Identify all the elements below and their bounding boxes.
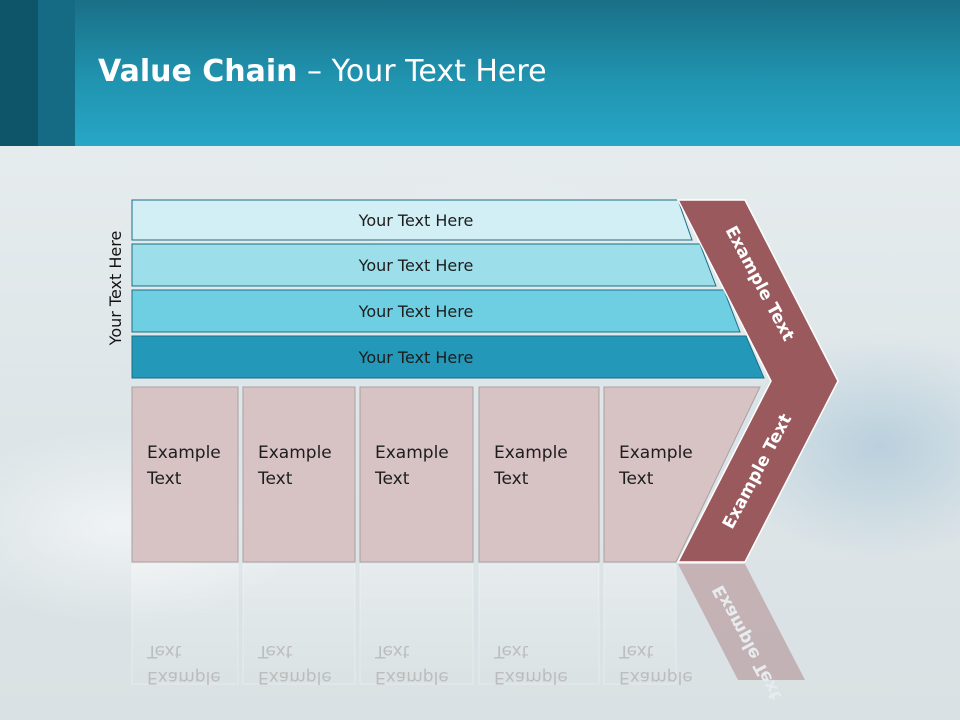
activity-box-1 [131, 386, 239, 563]
reflection-text-5-line1: Example [619, 667, 693, 687]
row-label-2: Your Text Here [358, 256, 474, 275]
row-label-3: Your Text Here [358, 302, 474, 321]
title-rest: – Your Text Here [297, 54, 547, 89]
reflection-text-3-line1: Example [375, 667, 449, 687]
title-bold: Value Chain [98, 54, 298, 89]
row-label-1: Your Text Here [358, 211, 474, 230]
activity-box-text-2-line1: Example [258, 443, 332, 463]
activity-box-reflection-4 [478, 563, 600, 685]
reflection-text-3-line2: Text [374, 641, 410, 661]
chevron-shape [676, 199, 839, 563]
reflection-text-5-line2: Text [618, 641, 654, 661]
activity-box-4 [478, 386, 600, 563]
header-accent-bar [38, 0, 75, 146]
activity-box-text-4-line1: Example [494, 443, 568, 463]
reflection-text-4-line1: Example [494, 667, 568, 687]
header-accent-bar-dark [0, 0, 38, 146]
activity-box-text-3-line1: Example [375, 443, 449, 463]
reflection-text-2-line2: Text [257, 641, 293, 661]
row-label-4: Your Text Here [358, 348, 474, 367]
activity-box-text-1-line1: Example [147, 443, 221, 463]
activity-box-reflection-2 [242, 563, 356, 685]
chevron-reflection: Example Text [678, 564, 805, 703]
reflection-text-4-line2: Text [493, 641, 529, 661]
reflection-text-2-line1: Example [258, 667, 332, 687]
reflection-text-1-line1: Example [147, 667, 221, 687]
row-bar-3 [131, 289, 741, 333]
activity-box-5 [603, 386, 761, 563]
activity-box-text-1-line2: Text [146, 469, 182, 489]
activity-box-text-5-line2: Text [618, 469, 654, 489]
slide-title: Value Chain – Your Text Here [98, 54, 547, 89]
row-bar-4 [131, 335, 765, 379]
header-band: Value Chain – Your Text Here [0, 0, 960, 146]
activity-box-text-3-line2: Text [374, 469, 410, 489]
activity-box-text-2-line2: Text [257, 469, 293, 489]
activity-box-text-5-line1: Example [619, 443, 693, 463]
reflection-text-1-line2: Text [146, 641, 182, 661]
activity-box-text-4-line2: Text [493, 469, 529, 489]
activity-box-reflection-1 [131, 563, 239, 685]
row-bar-2 [131, 243, 717, 287]
side-label: Your Text Here [106, 231, 125, 347]
activity-box-reflection-5 [603, 563, 677, 685]
row-bar-1 [131, 199, 693, 241]
activity-box-3 [359, 386, 474, 563]
activity-box-reflection-3 [359, 563, 474, 685]
activity-box-2 [242, 386, 356, 563]
